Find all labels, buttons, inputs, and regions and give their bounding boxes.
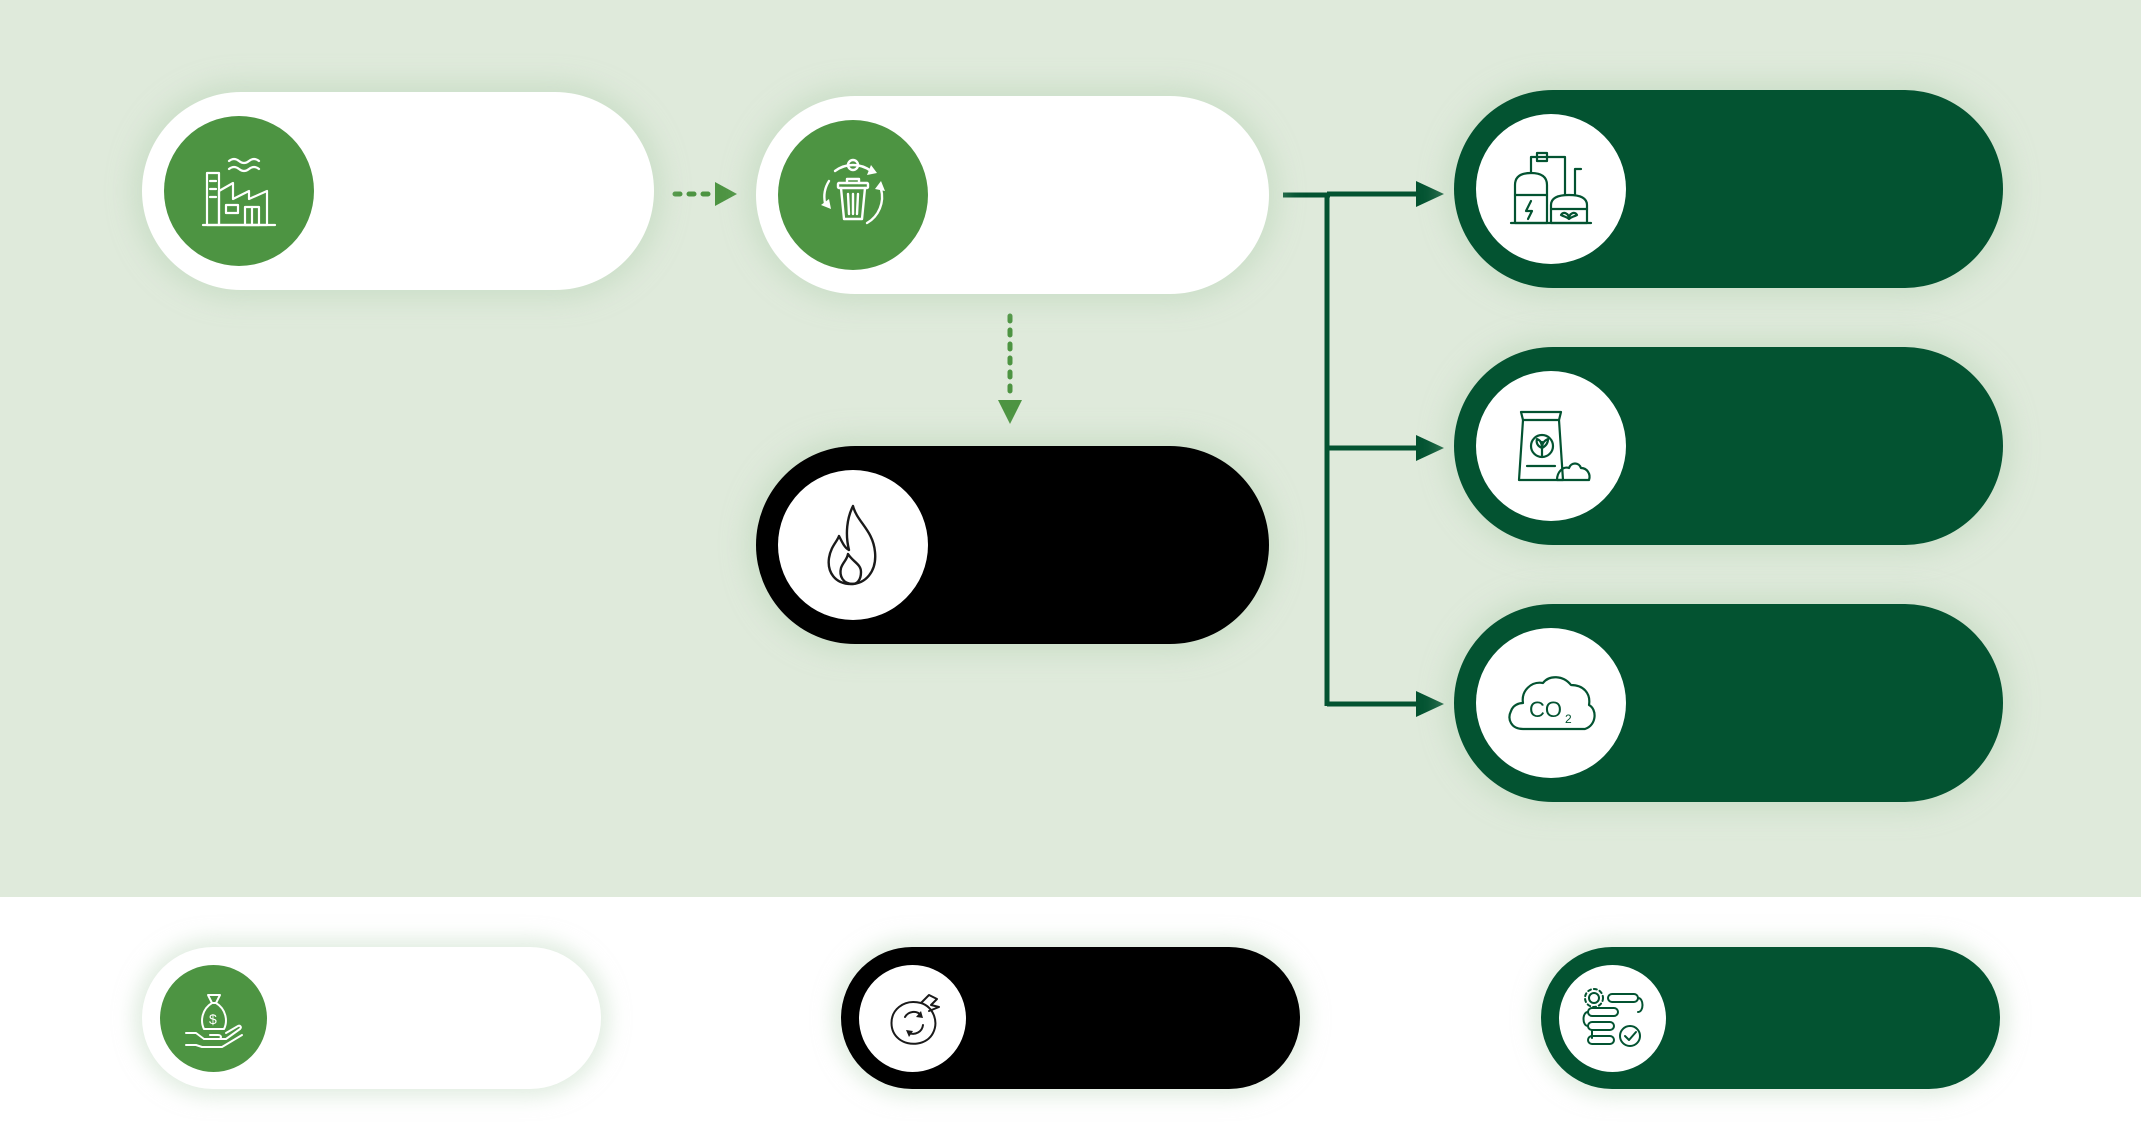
processing-icon-circle: [778, 120, 928, 270]
fertilizer-bag-icon: [1517, 410, 1591, 482]
svg-text:CO: CO: [1529, 697, 1562, 722]
branch-connector: [1283, 191, 1418, 707]
output-1-icon-circle: [1476, 114, 1626, 264]
source-node: [142, 92, 654, 290]
legend-1-icon-circle: $: [160, 965, 267, 1072]
arrow-processing-to-incineration: [998, 313, 1022, 424]
output-node-3: CO 2: [1454, 604, 2003, 802]
output-3-icon-circle: CO 2: [1476, 628, 1626, 778]
svg-text:2: 2: [1565, 712, 1572, 726]
recycle-sack-icon: [890, 993, 940, 1045]
arrow-head-output-3: [1416, 691, 1444, 717]
incineration-node: [756, 446, 1269, 644]
arrow-head-output-1: [1416, 181, 1444, 207]
output-node-2: [1454, 347, 2003, 545]
flame-icon: [827, 504, 877, 586]
arrow-head-output-2: [1416, 435, 1444, 461]
processing-node: [756, 96, 1269, 294]
legend-item-3: [1541, 947, 2000, 1089]
source-icon-circle: [164, 116, 314, 266]
svg-text:$: $: [209, 1011, 217, 1027]
incineration-icon-circle: [778, 470, 928, 620]
recycling-bin-icon: [821, 158, 885, 225]
legend-item-2: [841, 947, 1300, 1089]
output-2-icon-circle: [1476, 371, 1626, 521]
output-node-1: [1454, 90, 2003, 288]
legend-2-icon-circle: [859, 965, 966, 1072]
biogas-plant-icon: [1509, 151, 1593, 225]
co2-cloud-icon: CO 2: [1508, 676, 1596, 731]
legend-3-icon-circle: [1559, 965, 1666, 1072]
process-steps-icon: [1582, 987, 1643, 1047]
money-bag-hand-icon: $: [184, 993, 243, 1048]
factory-icon: [201, 157, 277, 227]
legend-item-1: $: [142, 947, 601, 1089]
arrow-source-to-processing: [672, 182, 737, 206]
